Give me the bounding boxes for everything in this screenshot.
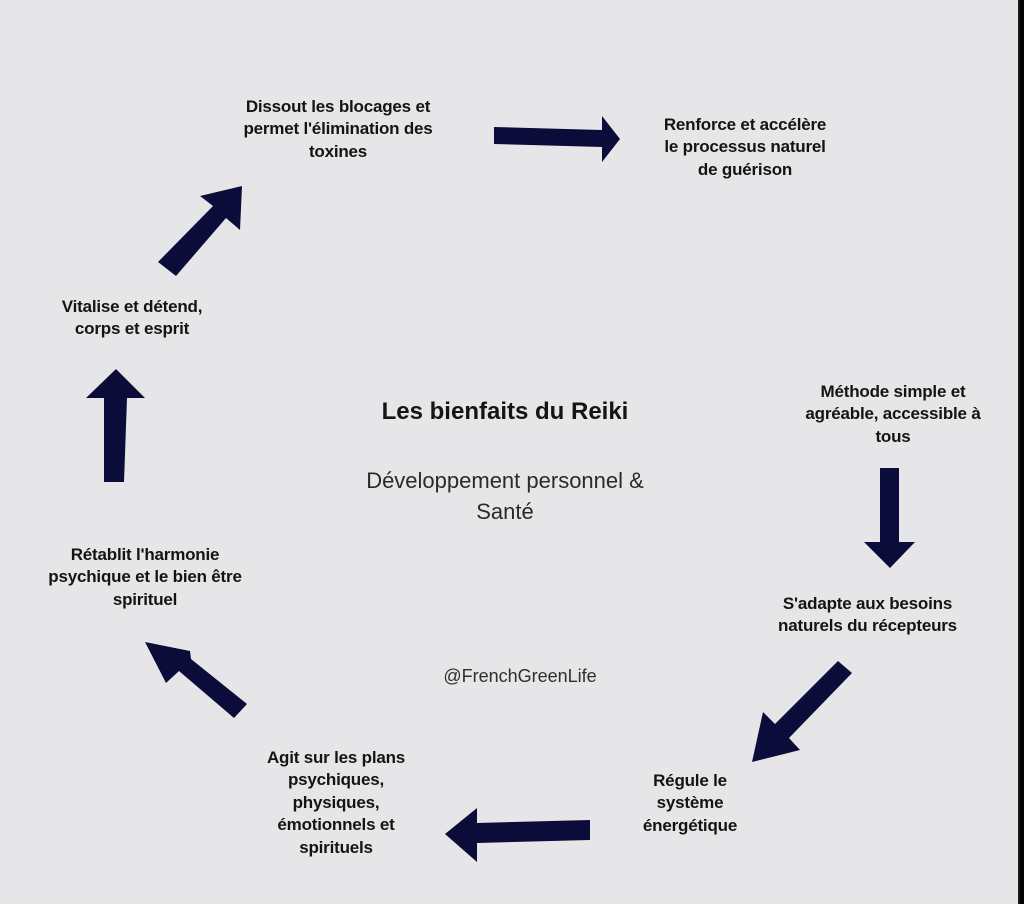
node-vitalise: Vitalise et détend, corps et esprit (26, 296, 238, 341)
node-line: naturels du récepteurs (778, 616, 957, 636)
node-line: Régule le (653, 771, 727, 790)
subtitle-line: Santé (476, 498, 534, 524)
node-line: corps et esprit (74, 319, 190, 339)
node-line: physiques, (292, 792, 380, 812)
node-line: de guérison (697, 159, 793, 179)
node-adapte: S'adapte aux besoins naturels du récepte… (745, 593, 990, 638)
node-methode: Méthode simple et agréable, accessible à… (774, 381, 1012, 448)
node-line: Agit sur les plans (266, 748, 406, 767)
node-line: psychiques, (287, 770, 385, 790)
node-line: toxines (308, 141, 368, 161)
arrow-right-icon (494, 116, 620, 162)
arrow-up-icon (86, 369, 145, 482)
node-line: système (656, 793, 724, 813)
node-line: Méthode simple et (820, 382, 966, 401)
node-line: spirituels (299, 837, 373, 857)
credit-handle: @FrenchGreenLife (443, 666, 597, 686)
diagram-title: Les bienfaits du Reiki (381, 398, 629, 425)
node-line: Rétablit l'harmonie (70, 545, 220, 564)
node-agit: Agit sur les plans psychiques, physiques… (236, 747, 436, 859)
subtitle-line: Développement personnel & (366, 468, 644, 493)
node-line: agréable, accessible à (805, 404, 981, 424)
node-regule: Régule le système énergétique (610, 770, 770, 837)
arrow-left-icon (445, 808, 590, 862)
node-line: Dissout les blocages et (245, 97, 431, 116)
arrow-up-right-icon (158, 186, 242, 276)
diagram-subtitle: Développement personnel & Santé (300, 466, 710, 528)
node-line: spirituel (112, 589, 178, 609)
node-line: émotionnels et (277, 815, 395, 835)
node-line: le processus naturel (664, 137, 826, 157)
node-line: S'adapte aux besoins (782, 594, 953, 613)
node-line: permet l'élimination des (243, 119, 433, 139)
arrow-down-left-icon (752, 661, 852, 762)
node-line: tous (875, 426, 911, 446)
node-renforce: Renforce et accélère le processus nature… (625, 114, 865, 181)
node-dissout: Dissout les blocages et permet l'élimina… (208, 96, 468, 163)
node-line: Renforce et accélère (663, 115, 827, 134)
node-line: énergétique (642, 815, 738, 835)
node-line: psychique et le bien être (48, 567, 242, 587)
arrow-down-icon (864, 468, 915, 568)
arrow-up-left-icon (145, 642, 247, 718)
node-retablit: Rétablit l'harmonie psychique et le bien… (14, 544, 276, 611)
node-line: Vitalise et détend, (61, 297, 203, 316)
